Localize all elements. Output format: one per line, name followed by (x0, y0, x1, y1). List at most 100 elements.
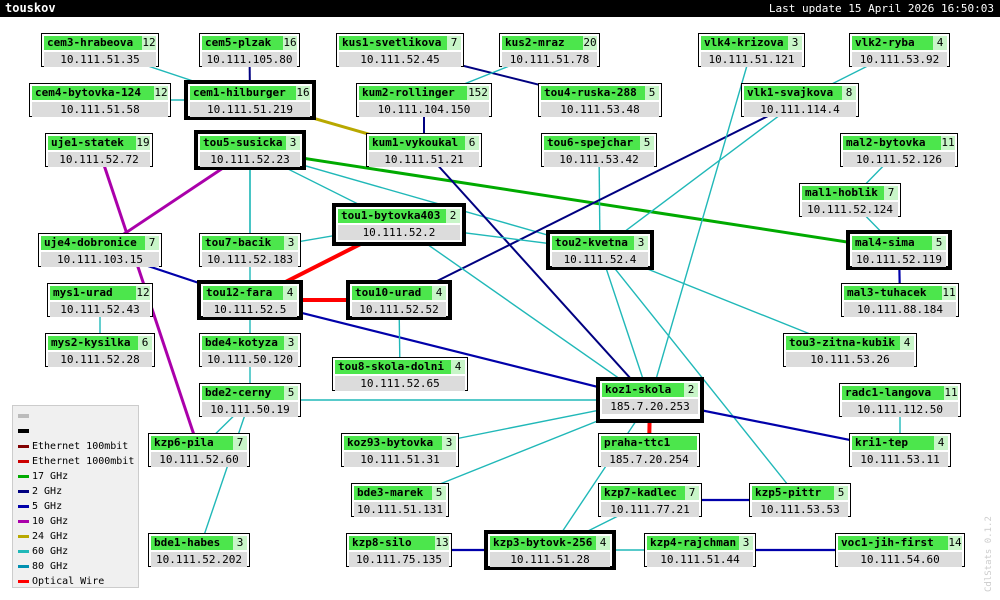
legend-label: 60 GHz (32, 546, 69, 557)
node-ip: 10.111.52.28 (48, 352, 152, 367)
node-name: bde2-cerny (205, 386, 272, 399)
node-name: voc1-jih-first (841, 536, 934, 549)
node-name: radc1-langova (845, 386, 932, 399)
link-tou2-koz1 (599, 249, 651, 401)
node-name: cem4-bytovka-124 (35, 86, 141, 99)
legend-swatch (18, 445, 29, 448)
node-name: koz93-bytovka (347, 436, 434, 449)
node-name: vlk4-krizova (704, 36, 784, 49)
node-client-count: 3 (233, 536, 247, 550)
node-name: kzp8-silo (352, 536, 412, 549)
node-client-count: 3 (442, 436, 456, 450)
node-client-count: 4 (933, 36, 947, 50)
node-header: koz93-bytovka 3 (344, 436, 456, 450)
version-watermark: CdlStats 0.1.2 (984, 516, 994, 592)
legend-swatch (18, 535, 29, 538)
node-ip: 10.111.53.11 (852, 452, 948, 467)
node-ip: 10.111.52.119 (852, 252, 946, 267)
node-client-count: 12 (142, 36, 156, 50)
node-client-count: 12 (154, 86, 168, 100)
link-bde2-bde1 (198, 399, 251, 551)
node-ip: 10.111.53.42 (544, 152, 654, 167)
node-ip: 10.111.52.52 (352, 302, 446, 317)
node-client-count: 152 (467, 86, 489, 100)
node-client-count: 20 (583, 36, 597, 50)
node-name: vlk2-ryba (855, 36, 915, 49)
node-client-count: 7 (884, 186, 898, 200)
node-name: cem3-hrabeova (47, 36, 134, 49)
node-name: uje4-dobronice (44, 236, 137, 249)
node-ip: 10.111.52.65 (335, 376, 465, 391)
node-ip: 10.111.51.31 (344, 452, 456, 467)
link-tou5-mal4 (249, 148, 900, 252)
legend-swatch (18, 460, 29, 463)
node-name: kum1-vykoukal (372, 136, 459, 149)
node-client-count: 5 (284, 386, 298, 400)
node-ip: 10.111.112.50 (842, 402, 958, 417)
link-vlk4-koz1 (649, 49, 753, 401)
node-name: mal4-sima (855, 236, 915, 249)
legend-label: Ethernet 1000mbit (32, 456, 135, 467)
node-ip: 10.111.52.183 (202, 252, 298, 267)
legend-label: Optical Wire (32, 576, 105, 587)
node-client-count: 2 (684, 383, 698, 397)
node-client-count: 3 (284, 336, 298, 350)
node-name: cem5-plzak (205, 36, 272, 49)
node-ip: 10.111.52.2 (338, 225, 460, 240)
node-client-count: 4 (451, 360, 465, 374)
node-client-count: 12 (136, 286, 150, 300)
node-koz93[interactable]: koz93-bytovka 3 10.111.51.31 (341, 433, 459, 467)
